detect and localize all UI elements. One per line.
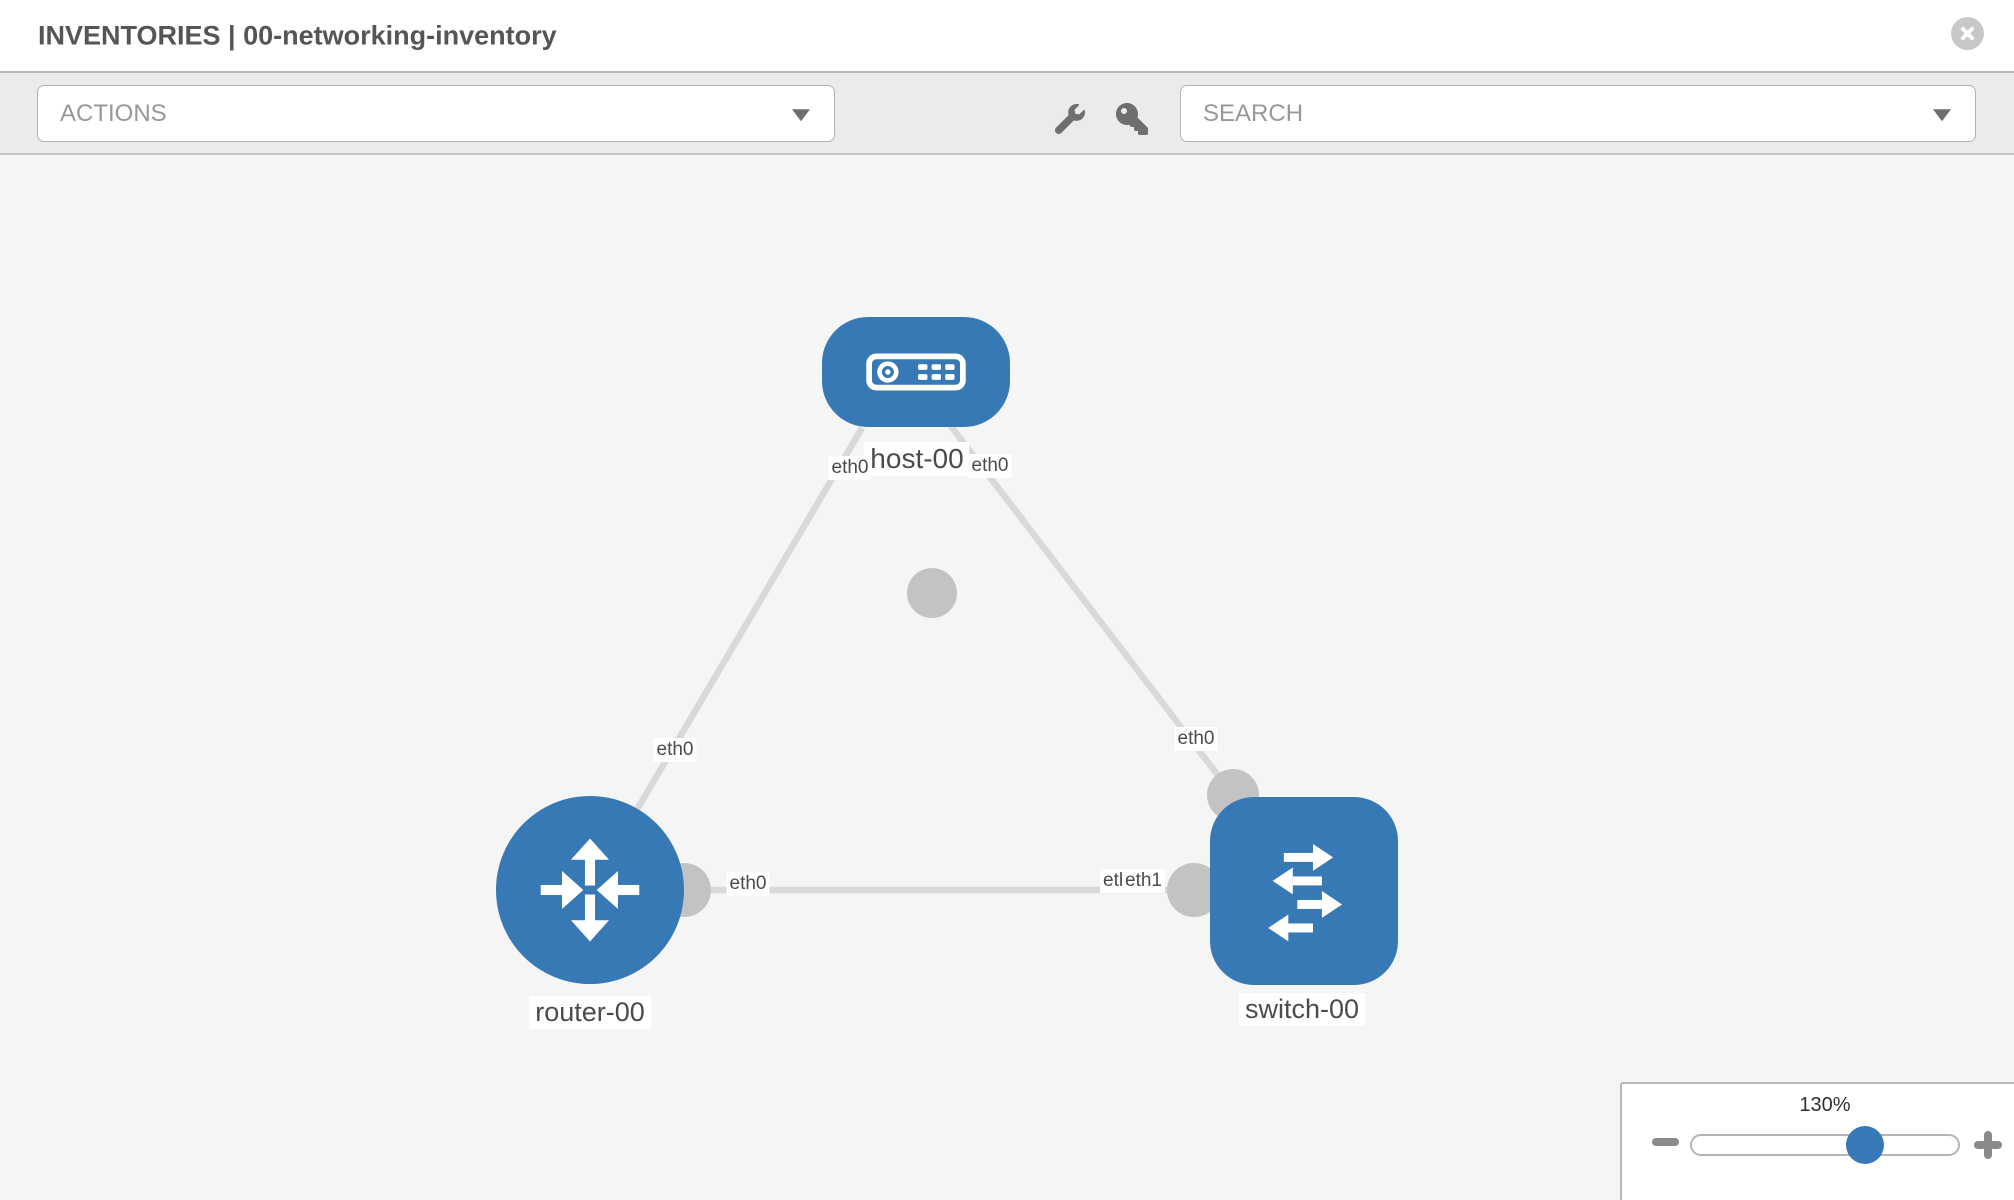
router-icon	[534, 834, 646, 946]
port-circle-host	[907, 568, 957, 618]
zoom-level: 130%	[1799, 1094, 1851, 1116]
actions-dropdown-label: ACTIONS	[60, 99, 167, 127]
interface-label-host-to-switch: eth0	[968, 454, 1012, 478]
zoom-out-button[interactable]	[1652, 1138, 1679, 1146]
link-host-router	[619, 426, 865, 837]
chevron-down-icon	[792, 108, 810, 121]
node-label-switch: switch-00	[1238, 993, 1366, 1026]
chevron-down-icon	[1933, 108, 1951, 121]
node-router[interactable]	[496, 796, 684, 984]
topology-canvas[interactable]: host-00 router-00 switch-00 eth0 eth0 et…	[0, 155, 2014, 1200]
tools-button[interactable]	[1052, 101, 1088, 137]
toolbar: ACTIONS SEARCH	[0, 73, 2014, 155]
page-title: INVENTORIES | 00-networking-inventory	[38, 20, 557, 50]
links-layer	[619, 423, 1236, 894]
wrench-icon	[1055, 104, 1085, 134]
actions-dropdown[interactable]: ACTIONS	[37, 85, 835, 142]
interface-label-router-to-switch: eth0	[726, 872, 770, 896]
search-dropdown[interactable]: SEARCH	[1180, 85, 1976, 142]
search-placeholder: SEARCH	[1203, 99, 1304, 127]
node-host[interactable]	[822, 317, 1010, 427]
zoom-slider-thumb[interactable]	[1846, 1126, 1884, 1164]
interface-label-switch-to-router: eth1	[1122, 869, 1165, 893]
node-label-router: router-00	[529, 996, 651, 1029]
host-icon	[866, 353, 966, 391]
zoom-in-button[interactable]	[1974, 1131, 2002, 1159]
header: INVENTORIES | 00-networking-inventory	[0, 0, 2014, 73]
zoom-panel: 130%	[1620, 1082, 2014, 1200]
node-label-host: host-00	[864, 442, 970, 476]
interface-label-router-to-host: eth0	[653, 738, 697, 762]
node-switch[interactable]	[1210, 797, 1398, 985]
close-icon	[1958, 24, 1977, 43]
interface-label-switch-to-host: eth0	[1174, 727, 1218, 751]
zoom-slider-track[interactable]	[1690, 1134, 1960, 1156]
key-icon	[1116, 103, 1148, 135]
interface-label-host-to-router: eth0	[828, 456, 872, 480]
credentials-button[interactable]	[1114, 101, 1150, 137]
close-button[interactable]	[1951, 17, 1984, 50]
switch-icon	[1248, 835, 1360, 947]
